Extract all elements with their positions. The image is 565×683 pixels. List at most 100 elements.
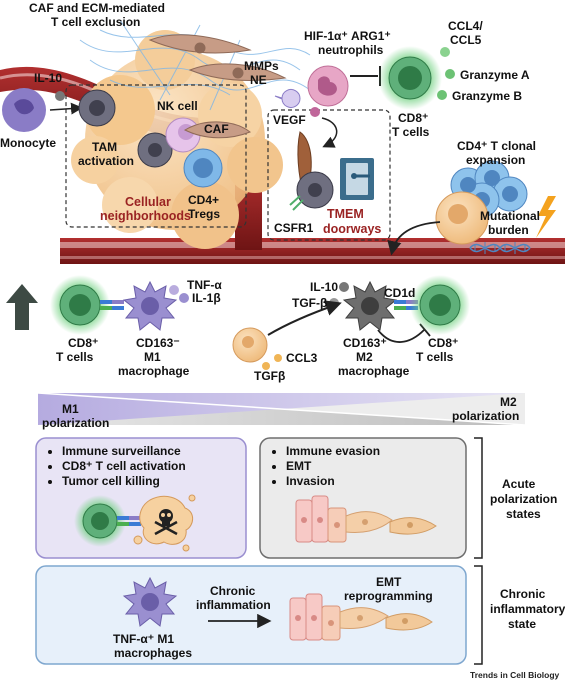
- cd4-expansion-label-2: expansion: [466, 153, 525, 167]
- cd8-tcell-left: [50, 275, 110, 335]
- m1-macrophage: [122, 280, 178, 331]
- tumor-cell-mid: [232, 327, 268, 363]
- tnf-label: TNF-α: [187, 278, 222, 292]
- cd8-tcell-right: [410, 275, 470, 335]
- acute-label-2: polarization: [490, 492, 557, 506]
- m1-macro-label-3: macrophage: [118, 364, 190, 378]
- ccl-label-2: CCL5: [450, 33, 482, 47]
- m1-polarization-label-2: polarization: [42, 416, 109, 430]
- caf-exclusion-label-2: T cell exclusion: [51, 15, 140, 29]
- arrow-expansion-to-vessel: [387, 221, 441, 256]
- granzyme-a-label: Granzyme A: [460, 68, 530, 82]
- m2-bullet-1: Immune evasion: [286, 444, 458, 459]
- il10-dot-top: [55, 91, 65, 101]
- cellular-neighborhoods-label-2: neighborhoods: [100, 209, 191, 223]
- tmem-label-1: TMEM: [327, 207, 364, 221]
- tnf-dot: [169, 285, 179, 295]
- tgfb2-label: TGFβ: [254, 369, 285, 383]
- acute-m1-bullets: Immune surveillance CD8⁺ T cell activati…: [44, 444, 244, 489]
- csfr1-label: CSFR1: [274, 221, 314, 235]
- mutational-label-2: burden: [488, 223, 529, 237]
- ccl3-label: CCL3: [286, 351, 318, 365]
- m1-macro-label-2: M1: [144, 350, 161, 364]
- chronic-label-3: state: [508, 617, 536, 631]
- vegf-label: VEGF: [273, 113, 306, 127]
- m1-polarization-label-1: M1: [62, 402, 79, 416]
- skull-crossbones-icon: [154, 509, 178, 536]
- chronic-inflammation-label-1: Chronic: [210, 584, 256, 598]
- emt-cells-chronic: [289, 593, 433, 641]
- emt-cells-acute: [295, 495, 437, 543]
- caf-label: CAF: [204, 122, 229, 136]
- tgfb-mid-label: TGF-β: [292, 296, 327, 310]
- cellular-neighborhoods-box: [65, 84, 247, 228]
- tam-cell-1: [78, 89, 116, 127]
- granzyme-a-dot: [445, 69, 455, 79]
- arrow-vegf-curve: [321, 117, 338, 148]
- monocyte-label: Monocyte: [0, 136, 56, 150]
- arrow-to-m2: [267, 300, 342, 336]
- nk-cell-label: NK cell: [157, 99, 198, 113]
- tnf-m1-macrophage: [122, 576, 178, 627]
- granzyme-b-label: Granzyme B: [452, 89, 522, 103]
- acute-m2-bullets: Immune evasion EMT Invasion: [268, 444, 458, 489]
- monocyte-cell: [2, 88, 46, 132]
- chronic-label-1: Chronic: [500, 587, 546, 601]
- il10-dot-mid: [339, 282, 349, 292]
- cd8-right-label-2: T cells: [416, 350, 454, 364]
- cd8-left-label-2: T cells: [56, 350, 94, 364]
- tnf-m1-label-2: macrophages: [114, 646, 192, 660]
- nk-cell: [165, 117, 201, 153]
- m1-bullet-3: Tumor cell killing: [62, 474, 244, 489]
- up-arrow-icon: [6, 284, 38, 330]
- acute-label-3: states: [506, 507, 541, 521]
- emt-reprogramming-label-2: reprogramming: [344, 589, 433, 603]
- mmps-label: MMPs: [244, 59, 279, 73]
- m2-bullet-3: Invasion: [286, 474, 458, 489]
- mmps-ne-enzyme: [274, 89, 301, 108]
- csfr1-macrophage: [289, 171, 334, 211]
- inhibition-neutrophil-cd8: [350, 66, 381, 86]
- vegf-dot: [310, 107, 320, 117]
- ne-label: NE: [250, 73, 267, 87]
- caf-exclusion-label-1: CAF and ECM-mediated: [29, 1, 165, 15]
- tnf-m1-label-1: TNF-α⁺ M1: [113, 632, 174, 646]
- m2-polarization-label-2: polarization: [452, 409, 519, 423]
- il1b-dot: [179, 293, 189, 303]
- m2-macro-label-2: M2: [356, 350, 373, 364]
- cd8-tcell-top: [378, 46, 442, 110]
- ccl-label-1: CCL4/: [448, 19, 483, 33]
- caf-cells-top: [148, 34, 287, 81]
- hif-label-1: HIF-1α⁺ ARG1⁺: [304, 29, 391, 43]
- acute-label-1: Acute: [502, 477, 536, 491]
- lightning-icon: [536, 196, 556, 238]
- tumor-cell-mutational: [435, 191, 489, 245]
- tam-cell-2: [137, 132, 173, 168]
- ccl-dot: [440, 47, 450, 57]
- cd4-tclonal-cluster: [450, 160, 528, 218]
- cd8-left-label-1: CD8⁺: [68, 336, 98, 350]
- il1b-label: IL-1β: [192, 291, 221, 305]
- chronic-inflammation-label-2: inflammation: [196, 598, 271, 612]
- m2-bullet-2: EMT: [286, 459, 458, 474]
- caf-cell-neighborhood: [183, 121, 251, 139]
- emt-reprogramming-label-1: EMT: [376, 575, 402, 589]
- m1-macro-label-1: CD163⁻: [136, 336, 180, 350]
- m1-bullet-1: Immune surveillance: [62, 444, 244, 459]
- receptor-link-left: [100, 300, 124, 310]
- receptor-link-acute: [117, 516, 141, 526]
- m1-bullet-2: CD8⁺ T cell activation: [62, 459, 244, 474]
- cd8-right-label-1: CD8⁺: [428, 336, 458, 350]
- dna-icon: [469, 242, 531, 254]
- cellular-neighborhoods-label-1: Cellular: [125, 195, 171, 209]
- m2-macro-label-1: CD163⁺: [343, 336, 387, 350]
- cd4-expansion-label-1: CD4⁺ T clonal: [457, 139, 536, 153]
- polarization-gradient: [37, 392, 526, 426]
- tgfb2-dot: [262, 362, 270, 370]
- chronic-label-2: inflammatory: [490, 602, 565, 616]
- il10-mid-label: IL-10: [310, 280, 338, 294]
- mutational-label-1: Mutational: [480, 209, 540, 223]
- tmem-doorways-box: [267, 109, 391, 241]
- hif-label-2: neutrophils: [318, 43, 384, 57]
- acute-bracket: [474, 437, 483, 559]
